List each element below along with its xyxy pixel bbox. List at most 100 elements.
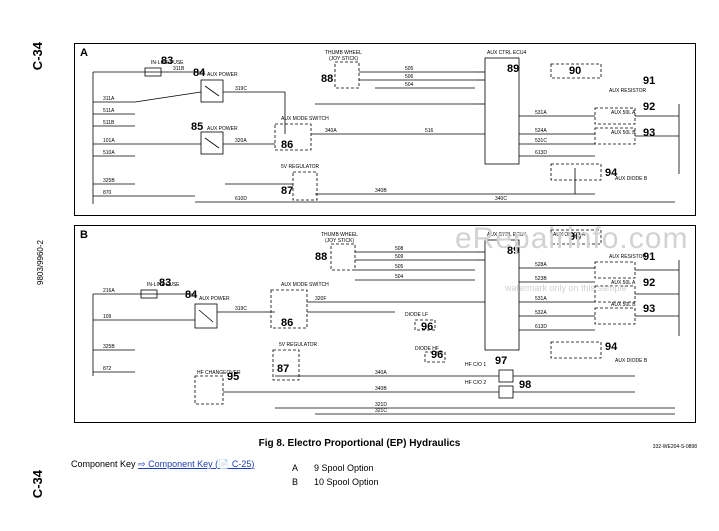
component-86-number-b: 86 <box>281 317 293 329</box>
svg-text:504: 504 <box>405 82 414 88</box>
watermark-sub: watermark only on this sample <box>505 283 627 293</box>
document-number: 9803/9960-2 <box>36 240 45 285</box>
svg-text:AUX 50L A: AUX 50L A <box>611 280 636 286</box>
svg-text:AUX POWER: AUX POWER <box>207 72 238 78</box>
svg-text:505: 505 <box>395 264 404 270</box>
watermark-main: eRepairinfo.com <box>455 222 689 255</box>
svg-text:216A: 216A <box>103 288 115 294</box>
svg-text:340C: 340C <box>495 196 507 202</box>
component-90-number-b: 90 <box>569 231 581 243</box>
svg-text:511A: 511A <box>103 108 115 114</box>
page-ref-icon: 📄 <box>218 459 230 469</box>
svg-text:610D: 610D <box>235 196 247 202</box>
svg-text:340B: 340B <box>375 386 387 392</box>
svg-text:504: 504 <box>395 274 404 280</box>
svg-text:101A: 101A <box>103 138 115 144</box>
svg-text:AUX DIODE B: AUX DIODE B <box>615 176 648 182</box>
svg-text:5V REGULATOR: 5V REGULATOR <box>279 342 318 348</box>
svg-text:THUMB WHEEL: THUMB WHEEL <box>321 232 358 238</box>
svg-text:340A: 340A <box>325 128 337 134</box>
component-83-number: 83 <box>161 55 173 67</box>
component-83-number-b: 83 <box>159 277 171 289</box>
svg-text:AUX MODE SWITCH: AUX MODE SWITCH <box>281 116 329 122</box>
svg-text:321C: 321C <box>375 408 387 414</box>
svg-text:IN-LINE FUSE: IN-LINE FUSE <box>147 282 180 288</box>
option-a-text: 9 Spool Option <box>314 463 374 473</box>
svg-text:DIODE LF: DIODE LF <box>405 312 428 318</box>
component-95-number: 95 <box>227 371 239 383</box>
option-b-text: 10 Spool Option <box>314 477 379 487</box>
svg-text:506: 506 <box>405 74 414 80</box>
svg-text:319C: 319C <box>235 306 247 312</box>
component-key-link[interactable]: ⇨ Component Key (📄 C-25) <box>138 459 255 469</box>
component-88-number-b: 88 <box>315 251 327 263</box>
svg-text:AUX RESISTOR: AUX RESISTOR <box>609 88 647 94</box>
svg-text:AUX RESISTOR: AUX RESISTOR <box>609 254 647 260</box>
svg-text:(JOY STICK): (JOY STICK) <box>329 56 358 62</box>
diagram-panel-b: B <box>74 225 696 423</box>
svg-text:870: 870 <box>103 190 112 196</box>
svg-text:505: 505 <box>405 66 414 72</box>
component-94-number-b: 94 <box>605 341 618 353</box>
component-87-number-b: 87 <box>277 363 289 375</box>
svg-text:5V REGULATOR: 5V REGULATOR <box>281 164 320 170</box>
component-86-number: 86 <box>281 139 293 151</box>
component-98-number: 98 <box>519 379 531 391</box>
svg-text:AUX 50L A: AUX 50L A <box>611 110 636 116</box>
component-91-number-b: 91 <box>643 251 655 263</box>
component-key-row: Component Key ⇨ Component Key (📄 C-25) <box>71 459 254 470</box>
svg-text:AUX 50L B: AUX 50L B <box>611 302 636 308</box>
svg-text:523B: 523B <box>535 276 547 282</box>
panel-b-letter: B <box>80 229 88 241</box>
component-96-hf-number: 96 <box>431 349 443 361</box>
svg-text:613D: 613D <box>535 324 547 330</box>
svg-text:325B: 325B <box>103 344 115 350</box>
component-91-number: 91 <box>643 75 655 87</box>
figure-caption: Fig 8. Electro Proportional (EP) Hydraul… <box>258 438 461 449</box>
panel-b-schematic: 83 84 86 87 88 89 90 91 92 93 94 95 96 9… <box>92 229 680 415</box>
svg-text:AUX 50L B: AUX 50L B <box>611 130 636 136</box>
page-number-bottom: C-34 <box>30 470 45 499</box>
component-84-number: 84 <box>193 67 206 79</box>
component-87-number: 87 <box>281 185 293 197</box>
svg-text:532A: 532A <box>535 310 547 316</box>
svg-text:311A: 311A <box>103 96 115 102</box>
option-b-letter: B <box>292 477 299 487</box>
svg-text:AUX MODE SWITCH: AUX MODE SWITCH <box>281 282 329 288</box>
svg-text:872: 872 <box>103 366 112 372</box>
link-arrow-icon: ⇨ <box>138 459 146 469</box>
figure-ref-code: 332-WE204-S-0898 <box>652 444 697 450</box>
component-89-number: 89 <box>507 63 519 75</box>
component-88-number: 88 <box>321 73 333 85</box>
svg-text:325B: 325B <box>103 178 115 184</box>
component-85-number: 85 <box>191 121 203 133</box>
svg-text:DIODE HF: DIODE HF <box>415 346 439 352</box>
svg-text:531A: 531A <box>535 296 547 302</box>
svg-text:HF C/O 2: HF C/O 2 <box>465 380 486 386</box>
svg-text:THUMB WHEEL: THUMB WHEEL <box>325 50 362 56</box>
component-93-number: 93 <box>643 127 655 139</box>
svg-text:IN-LINE FUSE: IN-LINE FUSE <box>151 60 184 66</box>
component-92-number: 92 <box>643 101 655 113</box>
component-94-number: 94 <box>605 167 618 179</box>
panel-a-schematic: 83 84 85 86 87 88 89 90 91 92 93 94 IN-L… <box>92 50 680 204</box>
svg-text:321D: 321D <box>375 402 387 408</box>
svg-text:340A: 340A <box>375 370 387 376</box>
svg-text:319C: 319C <box>235 86 247 92</box>
component-84-number-b: 84 <box>185 289 198 301</box>
svg-text:531C: 531C <box>535 138 547 144</box>
svg-text:AUX CTRL ECU4: AUX CTRL ECU4 <box>487 50 526 56</box>
component-92-number-b: 92 <box>643 277 655 289</box>
svg-text:340B: 340B <box>375 188 387 194</box>
svg-text:510A: 510A <box>103 150 115 156</box>
diagram-panel-a: A <box>74 43 696 216</box>
component-97-number: 97 <box>495 355 507 367</box>
component-89-number-b: 89 <box>507 245 519 257</box>
page-number-top: C-34 <box>30 42 45 71</box>
svg-text:(JOY STICK): (JOY STICK) <box>325 238 354 244</box>
component-93-number-b: 93 <box>643 303 655 315</box>
svg-text:AUX POWER: AUX POWER <box>207 126 238 132</box>
component-90-number: 90 <box>569 65 581 77</box>
svg-text:AUX CTRL ECU4: AUX CTRL ECU4 <box>487 232 526 238</box>
svg-text:HF CHANGEOVER: HF CHANGEOVER <box>197 370 241 376</box>
